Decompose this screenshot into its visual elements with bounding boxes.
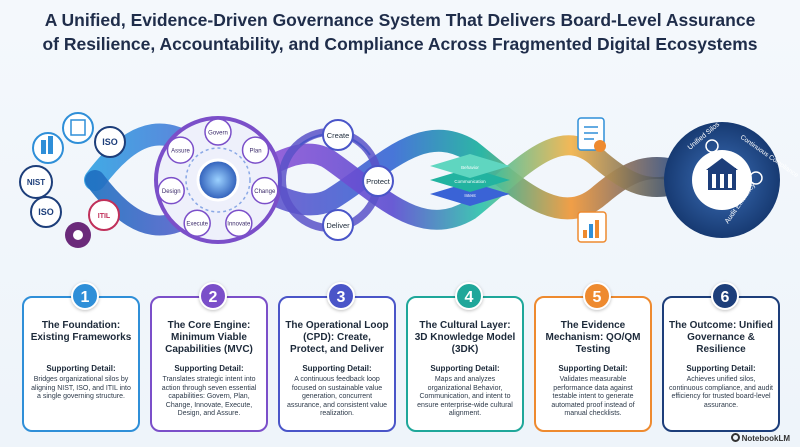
mvc-node-execute [183, 209, 211, 237]
card-title: The Outcome: Unified Governance & Resili… [669, 320, 773, 355]
mvc-node-label: Innovate [227, 222, 251, 228]
deliver-node [322, 209, 354, 241]
layer-behavior-label: Behavior [461, 165, 479, 170]
card-title: The Core Engine: Minimum Viable Capabili… [165, 320, 253, 355]
scales-icon [705, 139, 719, 153]
outcome-ring: Unified Silos Continuous Compliance Audi… [664, 121, 800, 238]
mvc-node-label: Change [254, 189, 276, 195]
mvc-node-assure [166, 136, 195, 164]
card-label: Supporting Detail: [174, 364, 244, 373]
mvc-node-label: Govern [208, 131, 228, 137]
card-label: Supporting Detail: [430, 364, 500, 373]
step-number-badge: 2 [199, 282, 227, 310]
layer-intent-label: Intent [464, 193, 476, 198]
iso-label-top: ISO [102, 137, 118, 147]
card-title: The Foundation: Existing Frameworks [30, 320, 132, 343]
orange-check-icon [594, 140, 606, 152]
card-text: Validates measurable performance data ag… [551, 376, 635, 417]
mvc-core [196, 158, 240, 202]
card-label: Supporting Detail: [46, 364, 116, 373]
evidence-icons [577, 117, 607, 243]
footer-brand: NotebookLM [730, 433, 790, 443]
step-number-badge: 5 [583, 282, 611, 310]
step-number-badge: 3 [327, 282, 355, 310]
footer-label: NotebookLM [741, 434, 790, 443]
cpd-loop: Create Protect Deliver [278, 119, 394, 241]
page-title: A Unified, Evidence-Driven Governance Sy… [0, 8, 800, 56]
mvc-node-innovate [225, 209, 253, 237]
step-number-badge: 6 [711, 282, 739, 310]
itil-badge [88, 199, 120, 231]
protect-label: Protect [366, 177, 391, 186]
step-number-badge: 1 [71, 282, 99, 310]
card-text: A continuous feedback loop focused on su… [286, 376, 387, 417]
mvc-node-label: Design [162, 189, 181, 195]
framework-icons: NIST ISO ISO ITIL [19, 112, 126, 248]
create-label: Create [327, 131, 350, 140]
deliver-label: Deliver [326, 221, 350, 230]
step-number-badge: 4 [455, 282, 483, 310]
mvc-node-label: Plan [250, 149, 262, 155]
card-label: Supporting Detail: [686, 364, 756, 373]
card-title: The Evidence Mechanism: QO/QM Testing [545, 320, 641, 355]
card-text: Translates strategic intent into action … [161, 376, 257, 417]
knowledge-model-stack: Intent Communication Behavior [430, 154, 510, 206]
layer-intent [430, 182, 510, 206]
title-line-1: A Unified, Evidence-Driven Governance Sy… [44, 10, 756, 30]
iso-label-bottom: ISO [38, 207, 54, 217]
card-text: Bridges organizational silos by aligning… [31, 376, 131, 400]
mvc-node-change [251, 176, 279, 205]
layer-behavior [430, 154, 510, 178]
card-title: The Cultural Layer: 3D Knowledge Model (… [414, 320, 516, 355]
iso-badge-bottom [30, 196, 62, 228]
card-text: Achieves unified silos, continuous compl… [669, 376, 773, 409]
mvc-node-label: Assure [171, 149, 190, 155]
mvc-node-design [157, 176, 185, 205]
card-label: Supporting Detail: [558, 364, 628, 373]
iso-badge-top [94, 126, 126, 158]
building-icon [62, 112, 94, 144]
title-line-2: of Resilience, Accountability, and Compl… [42, 34, 758, 54]
layer-communication [430, 168, 510, 192]
card-text: Maps and analyzes organizational Behavio… [417, 376, 513, 417]
mvc-node-plan [241, 136, 270, 164]
mvc-node-label: Execute [186, 222, 208, 228]
itil-label: ITIL [98, 213, 111, 220]
create-node [322, 119, 354, 151]
nist-label: NIST [27, 178, 45, 187]
nist-badge [19, 165, 53, 199]
protect-node [362, 165, 394, 197]
card-label: Supporting Detail: [302, 364, 372, 373]
layer-communication-label: Communication [454, 179, 486, 184]
card-title: The Operational Loop (CPD): Create, Prot… [285, 320, 389, 355]
shield-check-icon [749, 171, 763, 185]
notebooklm-icon [730, 433, 740, 442]
mvc-node-govern [204, 118, 232, 146]
